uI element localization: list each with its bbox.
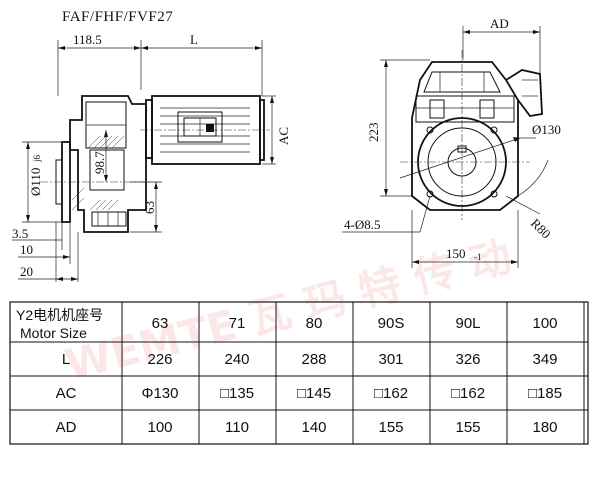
dim-R80: R80 [528,216,554,242]
size-cell: 63 [152,315,169,332]
table-cell: 155 [455,419,480,436]
table-cell: 140 [301,419,326,436]
front-view: AD 223 [342,16,561,268]
table-cell: □145 [297,385,331,402]
table-cell: 240 [224,351,249,368]
table-cell: □185 [528,385,562,402]
table-cell: □162 [374,385,408,402]
size-cell: 71 [229,315,246,332]
row-label-L: L [62,351,70,368]
dim-130: Ø130 [532,122,561,137]
size-cell: 80 [306,315,323,332]
dim-98-7: 98.7 [92,151,107,174]
dim-150: 150 [446,246,466,261]
dim-L: L [190,32,198,47]
terminal-mark [206,124,214,132]
table-cell: □162 [451,385,485,402]
motor-size-table: Y2电机机座号 Motor Size 63 71 80 90S 90L 100 … [9,301,589,445]
dim-holes: 4-Ø8.5 [344,217,380,232]
dim-223: 223 [366,123,381,143]
watermark: WEMTE 瓦 玛 特 传 动 [61,232,517,390]
dim-63: 63 [142,201,157,214]
table-header-cn: Y2电机机座号 [16,307,103,323]
dim-110: Ø110 [28,168,43,196]
table-cell: 349 [532,351,557,368]
table-cell: 100 [147,419,172,436]
dim-10: 10 [20,242,33,257]
size-cell: 90L [455,315,480,332]
table-cell: □135 [220,385,254,402]
dim-AD: AD [490,16,509,31]
table-cell: 288 [301,351,326,368]
dim-AC-side: AC [276,127,291,145]
table-cell: 110 [225,419,249,436]
size-cell: 100 [532,315,557,332]
dim-3-5: 3.5 [12,226,28,241]
row-label-AC: AC [56,385,77,402]
table-header-en: Motor Size [20,325,87,341]
table-cell: 226 [147,351,172,368]
dim-20: 20 [20,264,33,279]
row-label-AD: AD [56,419,77,436]
size-cell: 90S [378,315,405,332]
table-cell: 301 [378,351,403,368]
table-cell: 326 [455,351,480,368]
table-cell: 180 [532,419,557,436]
dim-118-5: 118.5 [73,32,102,47]
side-view: 118.5 L [12,32,291,282]
dim-150-tol: -1 [474,252,482,262]
table-cell: 155 [378,419,403,436]
table-cell: Φ130 [142,385,179,402]
drawing-title: FAF/FHF/FVF27 [62,9,173,25]
dim-110-tol: j6 [32,154,42,163]
